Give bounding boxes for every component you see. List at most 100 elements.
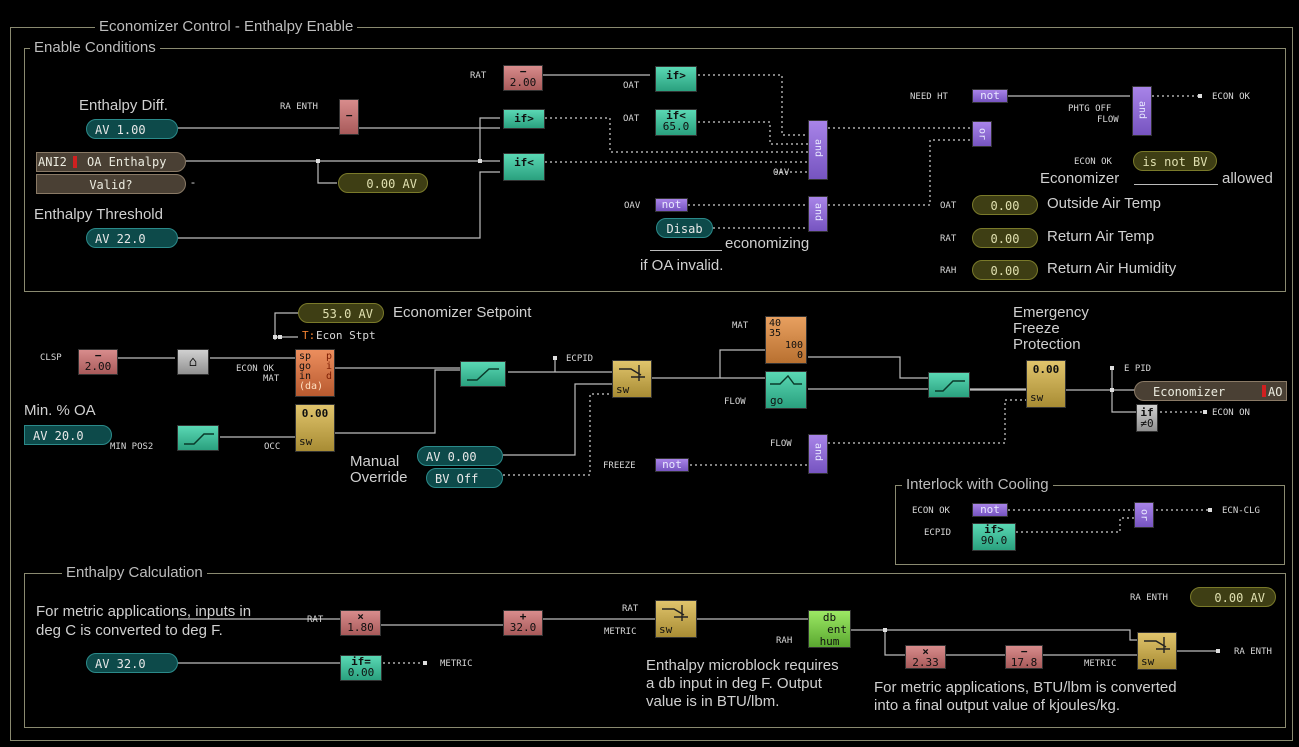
clsp-pin: CLSP: [40, 353, 62, 363]
rat-pin: RAT: [470, 71, 487, 81]
need-ht-not-block[interactable]: not: [972, 89, 1008, 103]
oav-not-block[interactable]: not: [655, 198, 688, 212]
oa-enthalpy-name: OA Enthalpy: [87, 155, 167, 169]
if-gt-label: if>: [666, 69, 686, 82]
pid-da: (da): [299, 381, 324, 392]
econ-ok-output: ECON OK: [1212, 92, 1250, 102]
rah-status-pin: RAH: [940, 266, 957, 276]
enable-or-block[interactable]: or: [972, 121, 992, 147]
add-32-block[interactable]: +32.0: [503, 610, 543, 636]
oav-and-block[interactable]: and: [808, 196, 828, 232]
interlock-not-block[interactable]: not: [972, 503, 1008, 517]
not-label: not: [980, 89, 1000, 102]
pid-block[interactable]: sp go in (da) p i d: [295, 349, 335, 397]
clsp-subtract-block[interactable]: −2.00: [78, 349, 118, 375]
ra-enth-subtract-block[interactable]: −: [339, 99, 359, 135]
oa-enthalpy-gt-block[interactable]: if>: [503, 109, 545, 129]
multiply-1-80-block[interactable]: ×1.80: [340, 610, 381, 636]
is-not-bv-status: is not BV: [1133, 151, 1217, 171]
interlock-or-block[interactable]: or: [1134, 502, 1154, 528]
ra-enth-output: RA ENTH: [1234, 647, 1272, 657]
lock-block[interactable]: ⌂: [177, 349, 209, 375]
ao-indicator: [1262, 385, 1266, 397]
rat-status-pin: RAT: [940, 234, 957, 244]
if-eq-label: if=: [351, 655, 371, 668]
rat-subtract-block[interactable]: −2.00: [503, 65, 543, 91]
oa-invalid-note: if OA invalid.: [640, 257, 724, 274]
final-metric-switch-block[interactable]: sw: [1137, 632, 1177, 670]
freeze-not-block[interactable]: not: [655, 458, 689, 472]
ecn-clg-output: ECN-CLG: [1222, 506, 1260, 516]
switch-label: sw: [659, 623, 673, 636]
pid-d: d: [325, 371, 332, 382]
ent-hum: hum: [819, 635, 840, 648]
valid-dash: -: [191, 175, 195, 189]
economizer-output[interactable]: Economizer AO: [1134, 381, 1287, 401]
subtract-symbol: −: [94, 349, 102, 362]
econ-ok-and-block[interactable]: and: [1132, 86, 1152, 136]
oa-enthalpy-lt-block[interactable]: if<: [503, 153, 545, 181]
mat-pin-2: MAT: [732, 321, 749, 331]
if-equal-block[interactable]: if=0.00: [340, 655, 382, 681]
metric-av-input[interactable]: AV 32.0: [86, 653, 178, 673]
economizer-setpoint-label: Economizer Setpoint: [393, 304, 532, 321]
gate-icon: [770, 374, 802, 385]
manual-switch-block[interactable]: sw: [612, 360, 652, 398]
enthalpy-diff-label: Enthalpy Diff.: [79, 97, 168, 114]
ra-enth-pin: RA ENTH: [280, 102, 318, 112]
enthalpy-threshold-input[interactable]: AV 22.0: [86, 228, 178, 248]
pid-p: p: [325, 351, 332, 362]
oat-gt-block[interactable]: if>: [655, 66, 697, 92]
subtract-17-8-block[interactable]: −17.8: [1005, 645, 1043, 669]
ani2-indicator: [73, 156, 77, 168]
and-label: and: [812, 443, 824, 462]
oav-pin: OAV: [773, 168, 790, 178]
trend-label: Econ Stpt: [316, 329, 376, 342]
ao-tag: AO: [1268, 385, 1283, 399]
emergency-label-3: Protection: [1013, 336, 1081, 353]
oat-lt-block[interactable]: if<65.0: [655, 109, 697, 136]
freeze-and-block[interactable]: and: [808, 434, 828, 474]
enable-and-block[interactable]: and: [808, 120, 828, 180]
oa-enthalpy-point[interactable]: ANI2 OA Enthalpy: [36, 152, 186, 172]
outer-frame-title: Economizer Control - Enthalpy Enable: [95, 18, 358, 35]
enthalpy-diff-input[interactable]: AV 1.00: [86, 119, 178, 139]
ent-db: db: [822, 611, 837, 624]
economizer-allowed-label: Economizer: [1040, 170, 1120, 187]
oav-pin-2: OAV: [624, 201, 641, 211]
return-air-humidity-label: Return Air Humidity: [1047, 260, 1177, 277]
economizer-output-name: Economizer: [1153, 385, 1226, 399]
mat-limit-block[interactable]: 40 35 100 0: [765, 316, 807, 364]
enable-conditions-frame: [24, 48, 1286, 292]
manual-override-av[interactable]: AV 0.00: [417, 446, 503, 466]
flow-gate-block[interactable]: go: [765, 371, 807, 409]
switch-icon: [1144, 637, 1170, 653]
interlock-gt-block[interactable]: if>90.0: [972, 523, 1016, 551]
enthalpy-threshold-label: Enthalpy Threshold: [34, 206, 163, 223]
emergency-label-2: Freeze: [1013, 320, 1060, 337]
disab-toggle[interactable]: Disab: [656, 218, 713, 238]
freeze-ramp-block[interactable]: [928, 372, 970, 398]
min-pos-ramp-block[interactable]: [177, 425, 219, 451]
mat-pin: MAT: [263, 374, 280, 384]
if-lt-label: if<: [514, 156, 534, 169]
oat-pin-1: OAT: [623, 81, 640, 91]
enthalpy-calc-frame: [24, 573, 1286, 728]
multiply-2-33-block[interactable]: ×2.33: [905, 645, 946, 669]
pid-sp: sp: [299, 351, 312, 362]
ani2-tag: ANI2: [38, 155, 67, 169]
min-oa-input[interactable]: AV 20.0: [24, 425, 112, 445]
manual-override-bv[interactable]: BV Off: [426, 468, 503, 488]
metric-switch-block[interactable]: sw: [655, 600, 697, 638]
multiply-symbol: ×: [357, 610, 364, 623]
pid-ramp-block[interactable]: [460, 361, 506, 387]
and-label: and: [812, 139, 824, 158]
if-not-zero-block[interactable]: if≠0: [1136, 404, 1158, 432]
interlock-title: Interlock with Cooling: [902, 476, 1053, 493]
mat-limit-35: 35: [769, 328, 782, 339]
mat-limit-100: 100: [784, 340, 803, 351]
